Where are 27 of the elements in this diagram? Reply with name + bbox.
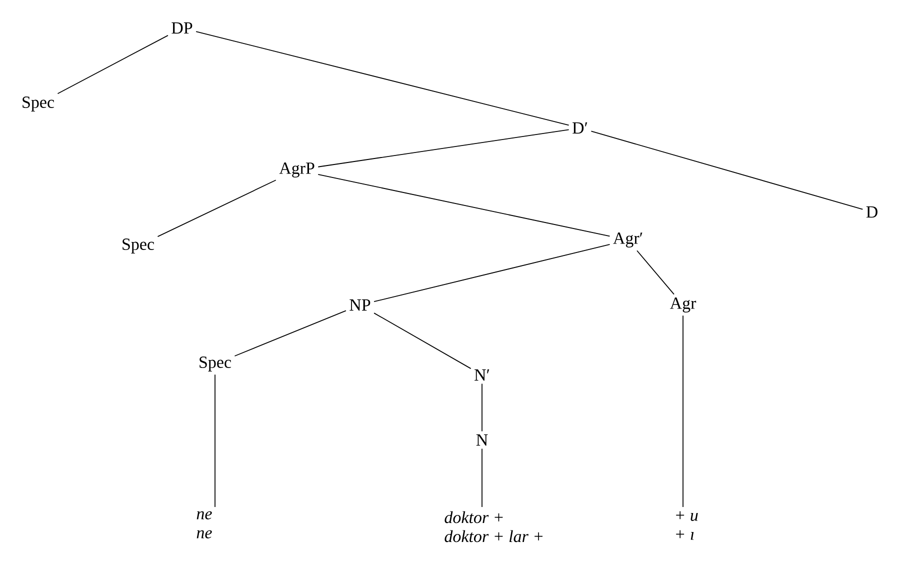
branch-line [374,312,472,370]
branch-line [374,244,610,302]
branch-line [57,34,168,94]
tree-label: Agr′ [613,232,642,248]
tree-label: D′ [572,122,588,134]
tree-label: Spec [122,238,154,254]
branch-line [682,315,684,508]
tree-label: Spec [200,356,231,372]
tree-label: DP [172,22,192,34]
tree-label: Spec [22,96,54,112]
word-form: ne ne [196,511,212,538]
branch-line [318,174,610,237]
tree-label: Agr [670,298,696,312]
branch-line [157,180,276,238]
branch-line [196,31,570,126]
branch-line [590,130,864,210]
word-form: doktor + doktor + lar + [444,511,542,542]
tree-label: N [476,434,488,446]
branch-line [234,310,346,356]
branch-line [318,129,570,168]
tree-label: AgrP [279,162,314,178]
tree-label: NP [350,299,370,311]
tree-label: N′ [474,369,490,381]
tree-label: D [866,206,878,218]
branch-line [214,374,216,508]
word-form: + u + ı [676,511,698,540]
branch-line [636,250,674,295]
